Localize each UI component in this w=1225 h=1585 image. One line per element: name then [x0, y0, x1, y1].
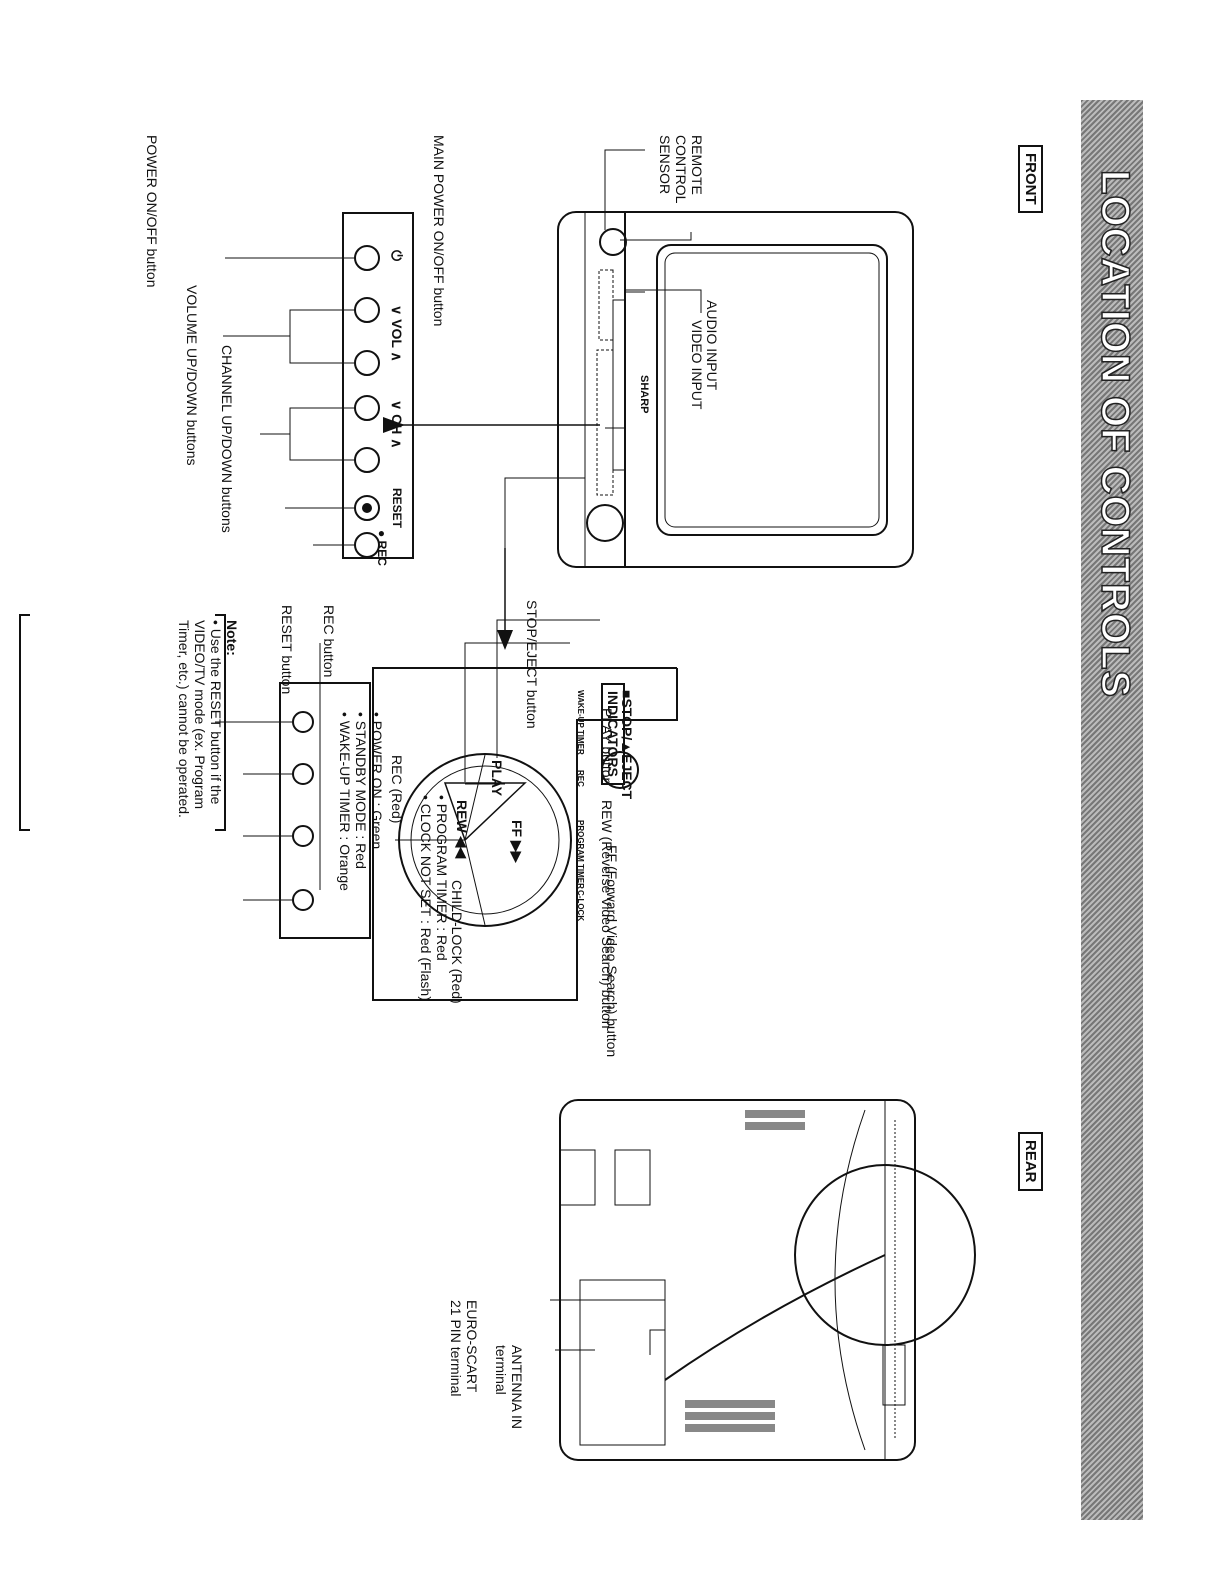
power-button-label: POWER ON/OFF button [144, 135, 160, 288]
remote-sensor-line1: REMOTE [689, 135, 705, 195]
control-panel-box [342, 212, 414, 559]
clock-not-set-note: • CLOCK NOT SET : Red (Flash) [418, 795, 434, 1001]
stop-eject-label: STOP/EJECT button [524, 600, 540, 729]
power-indicator-notes: • POWER ON : Green • STANDBY MODE : Red … [337, 712, 385, 891]
remote-sensor-label: REMOTE CONTROL SENSOR [657, 135, 705, 203]
indicators-heading: INDICATORS [601, 683, 625, 785]
rew-button-label: REW (Reverse Video Search) button [599, 800, 615, 1029]
reset-button-label: RESET button [279, 605, 295, 695]
note-heading: Note: [224, 620, 240, 656]
play-panel-text: PLAY [489, 760, 505, 797]
rear-tv-body [559, 1099, 916, 1461]
antenna-loop [794, 1164, 976, 1346]
euro-scart-line2: 21 PIN terminal [448, 1300, 464, 1397]
rec-label: ● REC [375, 530, 389, 566]
rec-indicator-text: REC [576, 770, 585, 787]
remote-sensor-line2: CONTROL [673, 135, 689, 204]
program-indicator-notes: • PROGRAM TIMER : Red • CLOCK NOT SET : … [418, 795, 450, 1001]
program-timer-note: • PROGRAM TIMER : Red [434, 795, 450, 961]
euro-scart-label: EURO-SCART 21 PIN terminal [448, 1300, 480, 1396]
volume-buttons-label: VOLUME UP/DOWN buttons [184, 285, 200, 466]
indicators-box [279, 682, 371, 939]
standby-note: • STANDBY MODE : Red [353, 712, 369, 869]
antenna-line1: ANTENNA IN [509, 1345, 525, 1430]
wake-up-indicator-text: WAKE-UP TIMER [576, 690, 585, 755]
vol-label: ∨ VOL ∧ [389, 305, 405, 362]
tv-screen [656, 244, 888, 536]
scart-area [579, 1279, 666, 1446]
power-symbol: ⏻ [389, 250, 405, 262]
reset-note: Note: • Use the RESET button if the VIDE… [176, 620, 240, 818]
front-tv-body [557, 211, 914, 568]
program-timer-indicator-text: PROGRAM TIMER [576, 820, 585, 889]
channel-buttons-label: CHANNEL UP/DOWN buttons [219, 345, 235, 533]
c-lock-indicator-text: C-LOCK [576, 890, 585, 922]
rec-indicator-note: REC (Red) [389, 755, 405, 824]
reset-label: RESET [390, 488, 404, 529]
note-line1: • Use the RESET button if the [208, 620, 224, 805]
antenna-in-label: ANTENNA IN terminal [493, 1345, 525, 1429]
stop-knob [586, 504, 624, 542]
antenna-line2: terminal [493, 1345, 509, 1395]
rew-panel-text: REW ◀◀ [454, 800, 470, 859]
power-knob [599, 228, 627, 256]
stop-eject-button [601, 751, 639, 789]
remote-sensor-line3: SENSOR [657, 135, 673, 195]
wake-up-note: • WAKE-UP TIMER : Orange [337, 712, 353, 891]
ff-panel-text: FF ▶▶ [509, 820, 525, 863]
ch-label: ∨ CH ∧ [389, 400, 405, 449]
power-on-note: • POWER ON : Green [369, 712, 385, 850]
brand-logo: SHARP [638, 375, 650, 414]
front-buttons-strip [596, 349, 614, 496]
note-line2: VIDEO/TV mode (ex. Program [192, 620, 208, 810]
euro-scart-line1: EURO-SCART [464, 1300, 480, 1393]
video-input-label: VIDEO INPUT [689, 320, 705, 410]
main-power-label: MAIN POWER ON/OFF button [431, 135, 447, 327]
rec-button-label: REC button [321, 605, 337, 678]
child-lock-note: CHILD-LOCK (Red) [449, 880, 465, 1004]
audio-input-label: AUDIO INPUT [704, 300, 720, 391]
note-line3: Timer, etc.) cannot be operated. [176, 620, 192, 818]
av-inputs [598, 269, 614, 341]
cassette-slot [612, 299, 626, 471]
